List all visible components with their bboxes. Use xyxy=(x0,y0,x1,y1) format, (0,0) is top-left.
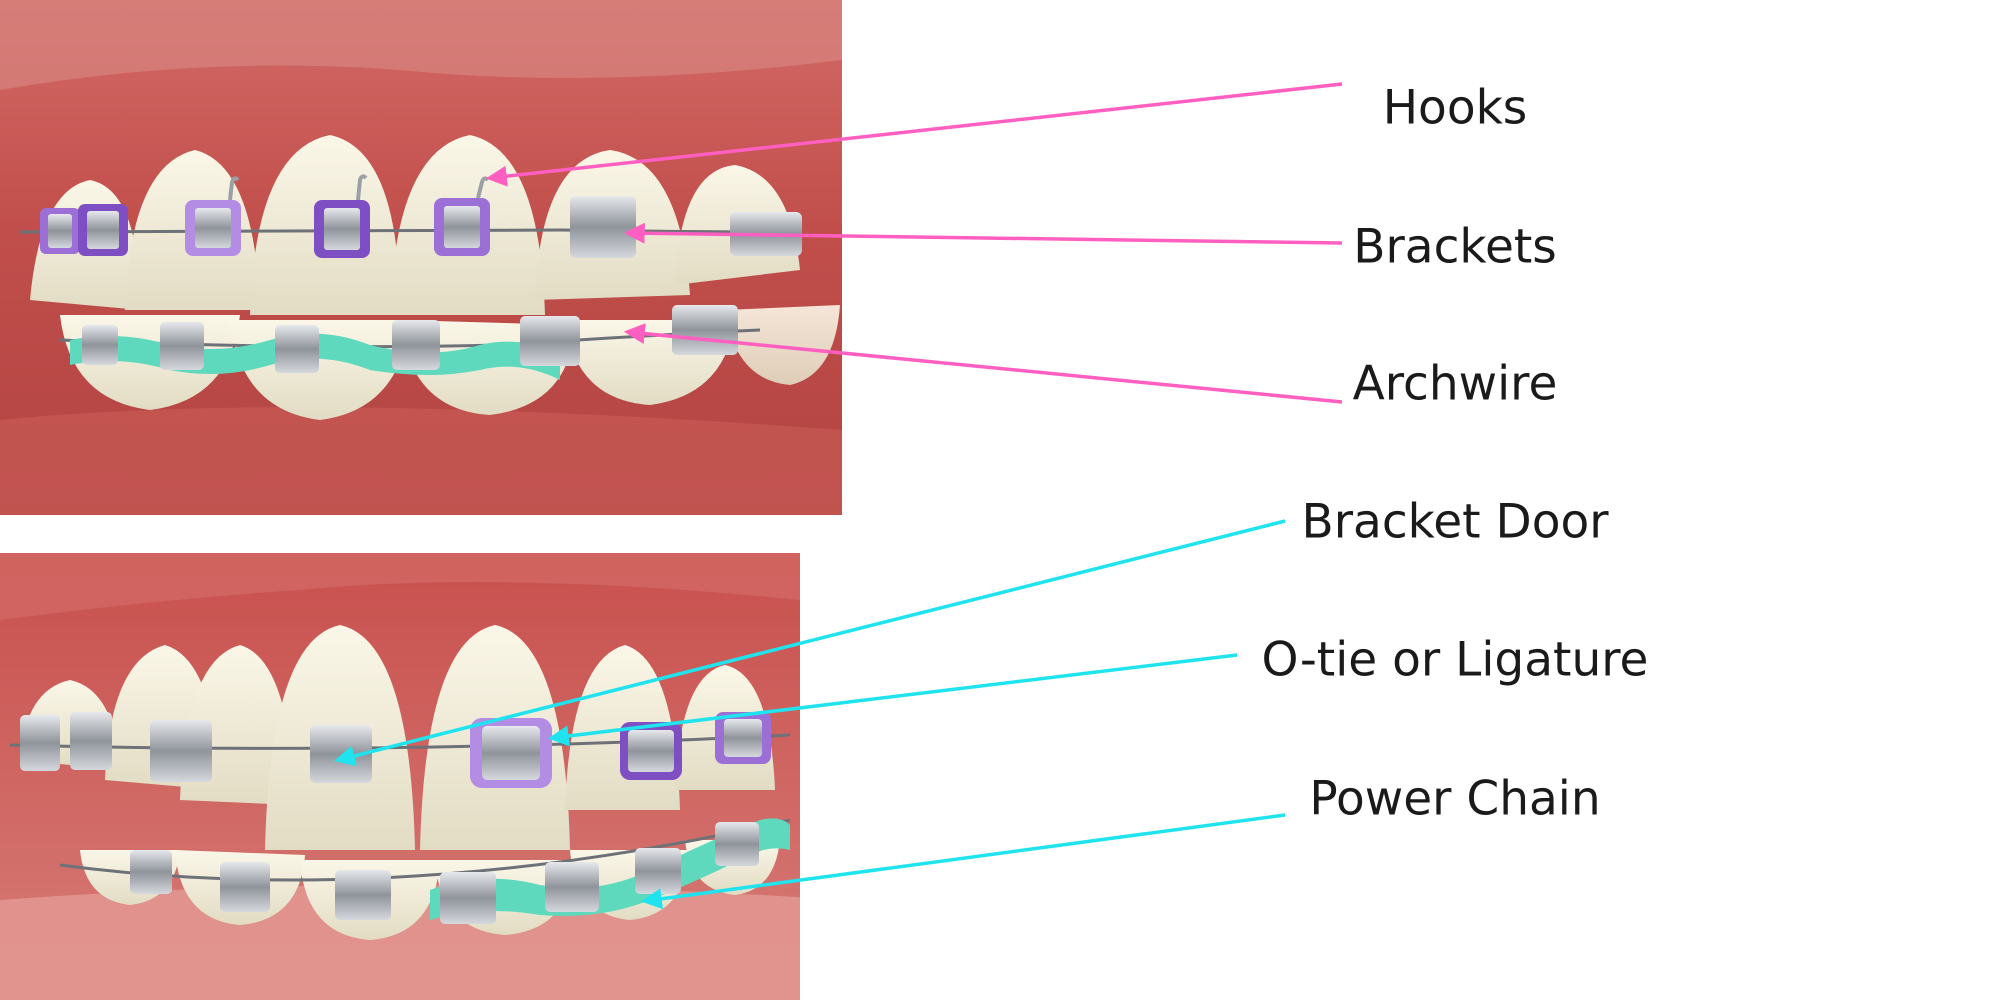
leader-lines xyxy=(333,82,1343,910)
hooks-leader-line xyxy=(485,82,1343,187)
power-chain-leader-line xyxy=(640,813,1286,910)
label-hooks: Hooks xyxy=(1383,81,1528,136)
bracket-door-leader-line xyxy=(333,519,1286,767)
label-o-tie-or-ligature: O-tie or Ligature xyxy=(1262,633,1649,688)
lower-brackets-side xyxy=(82,305,738,373)
label-brackets: Brackets xyxy=(1353,220,1557,275)
label-power-chain: Power Chain xyxy=(1309,772,1600,827)
upper-brackets xyxy=(40,196,802,258)
braces-front-view-photo xyxy=(0,553,842,1000)
brackets-leader-line xyxy=(623,222,1343,245)
front-power-chain xyxy=(430,818,790,920)
front-lower-brackets xyxy=(130,822,759,924)
label-archwire: Archwire xyxy=(1353,357,1558,412)
archwire-leader-line xyxy=(623,323,1343,404)
front-upper-brackets xyxy=(20,712,771,788)
labels: Hooks Brackets Archwire Bracket Door O-t… xyxy=(1262,81,1649,827)
o-tie-leader-line xyxy=(547,653,1238,747)
braces-side-view-photo xyxy=(0,0,842,515)
label-bracket-door: Bracket Door xyxy=(1301,495,1609,550)
